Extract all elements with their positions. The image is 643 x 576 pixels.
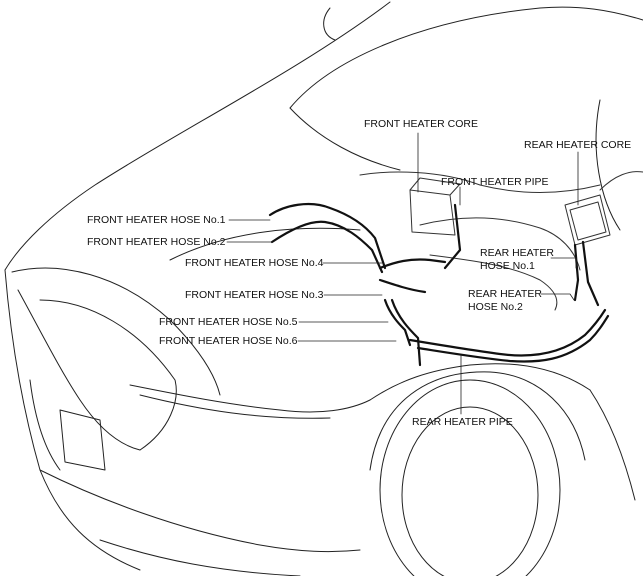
hood-crease-left: [323, 7, 336, 41]
windshield-line: [289, 6, 643, 109]
grille-inner: [39, 299, 177, 451]
a-pillar: [595, 99, 621, 231]
bulkhead: [359, 171, 601, 193]
body-side-line: [4, 269, 141, 571]
engine-bay: [359, 171, 643, 311]
plate-area: [59, 409, 106, 471]
engine-block: [429, 254, 558, 311]
front-grille-outer: [17, 289, 141, 451]
hose-routing: [268, 202, 610, 367]
hood-crease: [169, 227, 361, 261]
label-front-heater-hose-no5: FRONT HEATER HOSE No.5: [159, 316, 298, 328]
fender-lower: [589, 389, 636, 501]
rear-heater-pipe-b: [416, 314, 610, 363]
lower-bumper: [39, 469, 361, 553]
fender-line: [369, 363, 591, 401]
heater-core-box-top: [409, 177, 461, 196]
front-heater-hose-no1: [268, 202, 387, 270]
label-rear-heater-pipe: REAR HEATER PIPE: [412, 416, 513, 428]
tire-inner: [401, 406, 539, 576]
headlamp: [129, 384, 371, 413]
rear-heater-core-inner: [569, 201, 607, 241]
leader-lines: [226, 132, 579, 415]
front-heater-hose-no4: [378, 258, 447, 270]
front-heater-pipe: [443, 203, 462, 270]
rear-heater-core-box: [564, 194, 611, 246]
wheel-arch: [369, 371, 586, 471]
label-rear-heater-hose-no1: REAR HEATER HOSE No.1: [480, 247, 554, 272]
front-heater-hose-no2: [270, 220, 384, 274]
label-front-heater-hose-no1: FRONT HEATER HOSE No.1: [87, 214, 226, 226]
label-front-heater-pipe: FRONT HEATER PIPE: [441, 176, 549, 188]
label-rear-heater-core: REAR HEATER CORE: [524, 139, 632, 151]
vehicle-body: [4, 1, 643, 576]
rear-area-line: [599, 171, 643, 191]
cowl-line: [289, 107, 401, 171]
label-front-heater-core: FRONT HEATER CORE: [364, 118, 478, 130]
leader-rear-hose-no2: [540, 293, 575, 301]
rear-heater-pipe-a: [408, 308, 607, 357]
rear-heater-hose-no2: [581, 240, 600, 307]
heater-core-box: [409, 189, 456, 236]
bumper-bottom: [99, 539, 301, 576]
label-front-heater-hose-no4: FRONT HEATER HOSE No.4: [185, 257, 324, 269]
front-heater-hose-no3: [378, 278, 427, 294]
headlamp-lower: [139, 394, 331, 419]
label-front-heater-hose-no3: FRONT HEATER HOSE No.3: [185, 289, 324, 301]
front-grille-upper: [11, 267, 221, 396]
leader-rear-hose-no1: [550, 257, 577, 269]
front-heater-hose-no5: [383, 298, 412, 347]
fog-lamp-area: [29, 379, 61, 471]
hood-front-edge: [4, 1, 391, 271]
label-front-heater-hose-no2: FRONT HEATER HOSE No.2: [87, 236, 226, 248]
intake-area: [419, 217, 581, 271]
front-wheel: [369, 371, 586, 576]
label-front-heater-hose-no6: FRONT HEATER HOSE No.6: [159, 335, 298, 347]
front-heater-hose-no6: [390, 298, 422, 367]
tire-outer: [379, 379, 561, 576]
label-rear-heater-hose-no2: REAR HEATER HOSE No.2: [468, 288, 542, 313]
rear-heater-hose-no1: [573, 243, 580, 302]
